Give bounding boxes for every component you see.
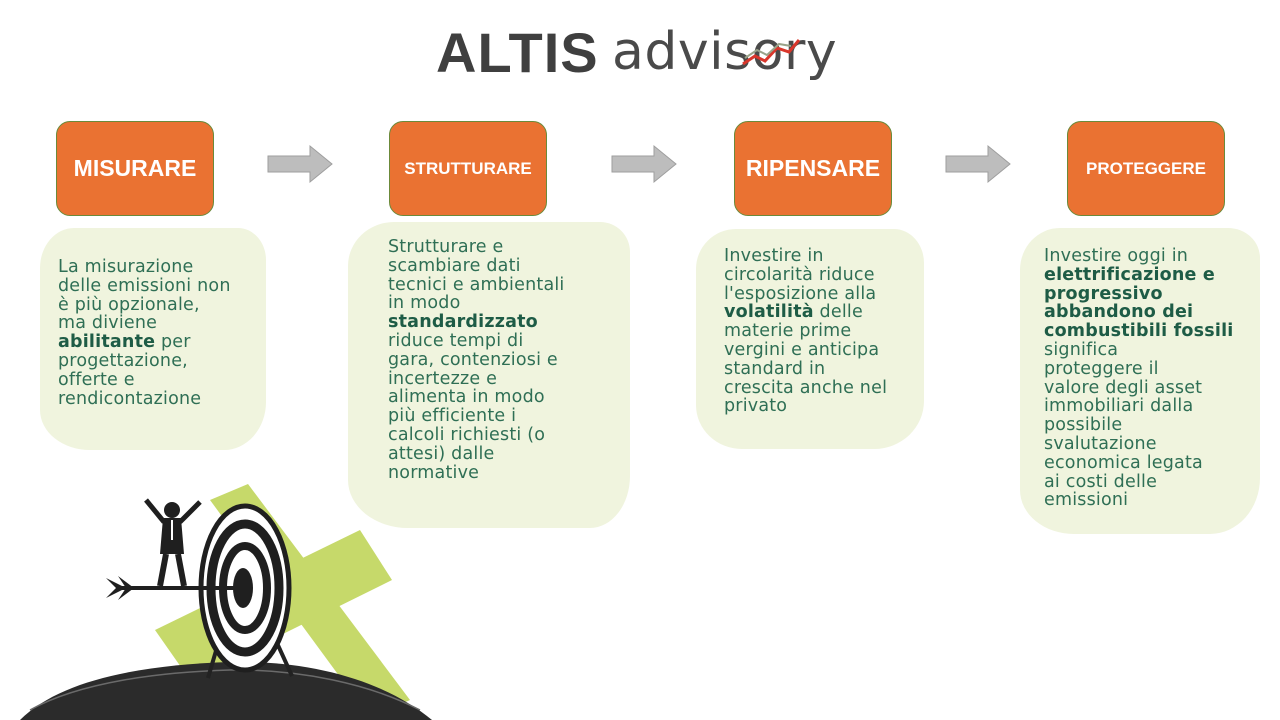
- text-line: emissioni: [1044, 490, 1129, 511]
- text-line: incertezze e: [388, 368, 498, 389]
- text-line: privato: [724, 396, 788, 417]
- text-line: vergini e anticipa: [724, 339, 880, 360]
- step-label: STRUTTURARE: [404, 158, 532, 178]
- text-line: delle emissioni non: [58, 275, 231, 296]
- trend-line-icon: [742, 39, 801, 66]
- arrow-in-target-icon: [106, 576, 240, 600]
- text-line: svalutazione: [1044, 433, 1157, 454]
- text-line: attesi) dalle: [388, 443, 495, 464]
- text-line: offerte e: [58, 369, 135, 390]
- step-proteggere: PROTEGGERE: [1067, 121, 1225, 216]
- step-label: RIPENSARE: [745, 155, 881, 181]
- text-line: circolarità riduce: [724, 264, 875, 285]
- text-line: più efficiente i: [388, 406, 517, 427]
- text-line: normative: [388, 462, 480, 483]
- description-card-misurare: [40, 228, 266, 450]
- text-line: materie prime: [724, 321, 852, 342]
- text-line: tecnici e ambientali: [388, 274, 565, 295]
- text-line: combustibili fossili: [1044, 322, 1233, 341]
- description-text-ripensare: Investire in circolarità riduce l'esposi…: [724, 247, 887, 416]
- highlight-text: abilitante: [58, 332, 156, 353]
- hill-shape: [20, 661, 432, 720]
- text-line: alimenta in modo: [388, 387, 545, 408]
- text-line: l'esposizione alla: [724, 283, 877, 304]
- text-line: volatilità delle: [724, 303, 887, 322]
- highlight-text: volatilità: [724, 302, 814, 323]
- description-text-proteggere: Investire oggi in elettrificazione e pro…: [1044, 247, 1233, 510]
- text-line: standard in: [724, 358, 826, 379]
- text-line: abilitante per: [58, 333, 231, 352]
- step-label: MISURARE: [73, 155, 197, 181]
- text-line: elettrificazione e: [1044, 264, 1233, 285]
- text-line: valore degli asset: [1044, 377, 1203, 398]
- person-celebrating-icon: [144, 498, 202, 587]
- step-strutturare: STRUTTURARE: [389, 121, 547, 216]
- text-line: progressivo: [1044, 283, 1233, 304]
- step-misurare: MISURARE: [56, 121, 214, 216]
- altis-advisory-logo: ALTIS advisory: [436, 18, 856, 88]
- text-line: riduce tempi di: [388, 330, 524, 351]
- target-icon: [198, 503, 292, 673]
- highlight-text: standardizzato: [388, 312, 538, 333]
- text-line: abbandono dei: [1044, 303, 1233, 322]
- text-line: ai costi delle: [1044, 471, 1158, 492]
- text-line: immobiliari dalla: [1044, 396, 1194, 417]
- step-label: PROTEGGERE: [1086, 158, 1206, 178]
- text-line: Strutturare e: [388, 237, 504, 257]
- description-text-strutturare: Strutturare e scambiare dati tecnici e a…: [388, 238, 565, 482]
- text-line: gara, contenziosi e: [388, 349, 558, 370]
- text-line: economica legata: [1044, 452, 1203, 473]
- hill-texture: [29, 669, 421, 711]
- logo-wordmark-light: advisory: [612, 22, 838, 82]
- description-card-proteggere: [1020, 228, 1260, 534]
- text-line: rendicontazione: [58, 388, 202, 409]
- text-line: proteggere il: [1044, 358, 1159, 379]
- text-line: ma diviene: [58, 313, 158, 334]
- highlight-text: combustibili fossili: [1044, 321, 1234, 342]
- highlight-text: elettrificazione e: [1044, 264, 1215, 285]
- text-line: standardizzato: [388, 313, 565, 332]
- logo-wordmark-bold: ALTIS: [436, 21, 599, 84]
- step-ripensare: RIPENSARE: [734, 121, 892, 216]
- description-card-strutturare: [348, 222, 630, 528]
- arrow-right-icon: [945, 144, 1011, 184]
- text-line: è più opzionale,: [58, 294, 200, 315]
- text-line: possibile: [1044, 415, 1123, 436]
- target-success-illustration: [20, 484, 432, 720]
- description-card-ripensare: [696, 229, 924, 449]
- text-line: significa: [1044, 339, 1119, 360]
- text-line: scambiare dati: [388, 255, 521, 276]
- text-fragment: delle: [813, 302, 863, 323]
- text-line: La misurazione: [58, 257, 194, 277]
- text-line: Investire oggi in: [1044, 246, 1189, 266]
- text-line: Investire in: [724, 246, 824, 266]
- text-fragment: per: [155, 332, 191, 353]
- description-text-misurare: La misurazione delle emissioni non è più…: [58, 258, 231, 408]
- arrow-right-icon: [267, 144, 333, 184]
- text-line: in modo: [388, 293, 461, 314]
- highlight-text: progressivo: [1044, 283, 1163, 304]
- arrow-right-icon: [611, 144, 677, 184]
- text-line: crescita anche nel: [724, 377, 888, 398]
- text-line: progettazione,: [58, 350, 188, 371]
- text-line: calcoli richiesti (o: [388, 424, 546, 445]
- highlight-text: abbandono dei: [1044, 302, 1194, 323]
